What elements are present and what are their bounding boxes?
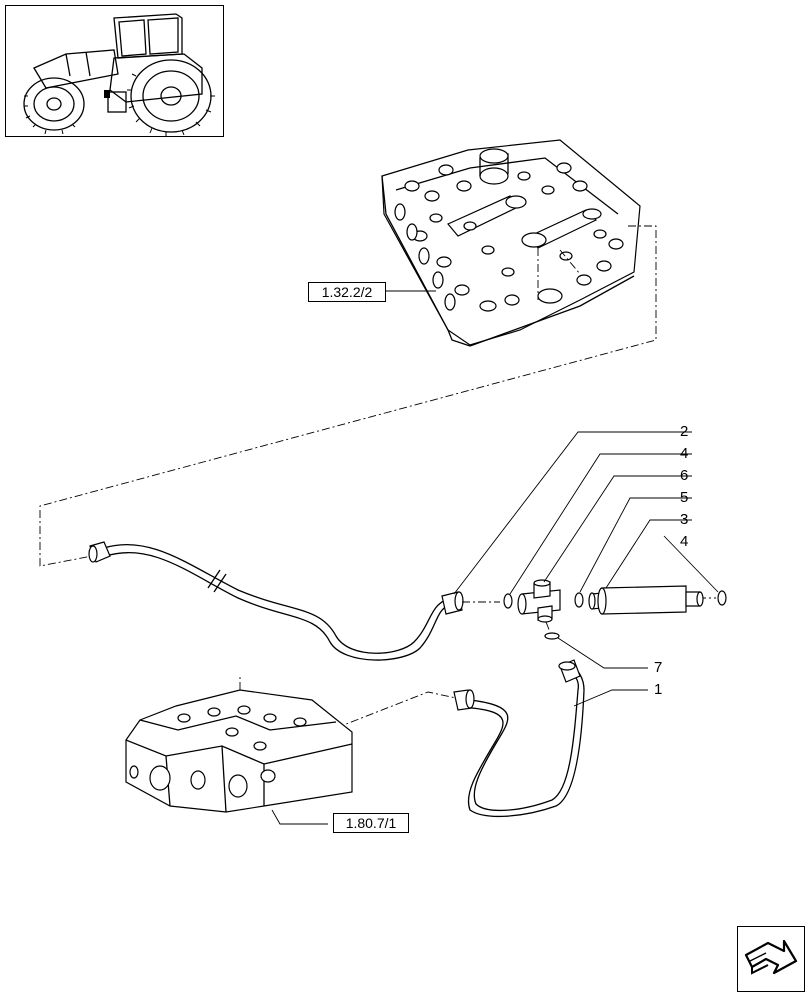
- short-pipe: [453, 659, 585, 818]
- tractor-icon: [23, 13, 215, 137]
- callout-7: 7: [654, 659, 663, 676]
- callout-4-upper: 4: [680, 445, 689, 462]
- callout-4-lower: 4: [680, 533, 689, 550]
- callout-6: 6: [680, 467, 689, 484]
- callout-leaders: [453, 431, 719, 707]
- reference-label-upper: 1.32.2/2: [321, 284, 373, 300]
- reference-box-lower[interactable]: 1.80.7/1: [333, 813, 409, 833]
- lower-link-line: [335, 691, 457, 729]
- reference-label-lower: 1.80.7/1: [345, 815, 397, 831]
- adapter-3: [588, 585, 704, 615]
- next-page-arrow-icon: [744, 939, 798, 975]
- long-pipe: [88, 541, 464, 661]
- upper-control-block: [381, 139, 641, 347]
- callout-1: 1: [654, 681, 663, 698]
- upper-link-line: [39, 225, 657, 567]
- callout-2: 2: [680, 423, 689, 440]
- tee-fitting: [517, 579, 561, 623]
- lower-reference-leader: [271, 809, 328, 825]
- next-page-button[interactable]: [737, 926, 805, 992]
- o-ring-middle: [574, 592, 584, 608]
- tee-lower-axis: [545, 621, 551, 633]
- tractor-thumbnail: [5, 5, 224, 137]
- o-ring-right: [717, 590, 727, 606]
- o-ring-lower: [544, 632, 560, 640]
- lower-valve-block: [125, 676, 353, 813]
- o-ring-left: [503, 593, 513, 609]
- callout-5: 5: [680, 489, 689, 506]
- callout-3: 3: [680, 511, 689, 528]
- reference-box-upper[interactable]: 1.32.2/2: [308, 282, 386, 302]
